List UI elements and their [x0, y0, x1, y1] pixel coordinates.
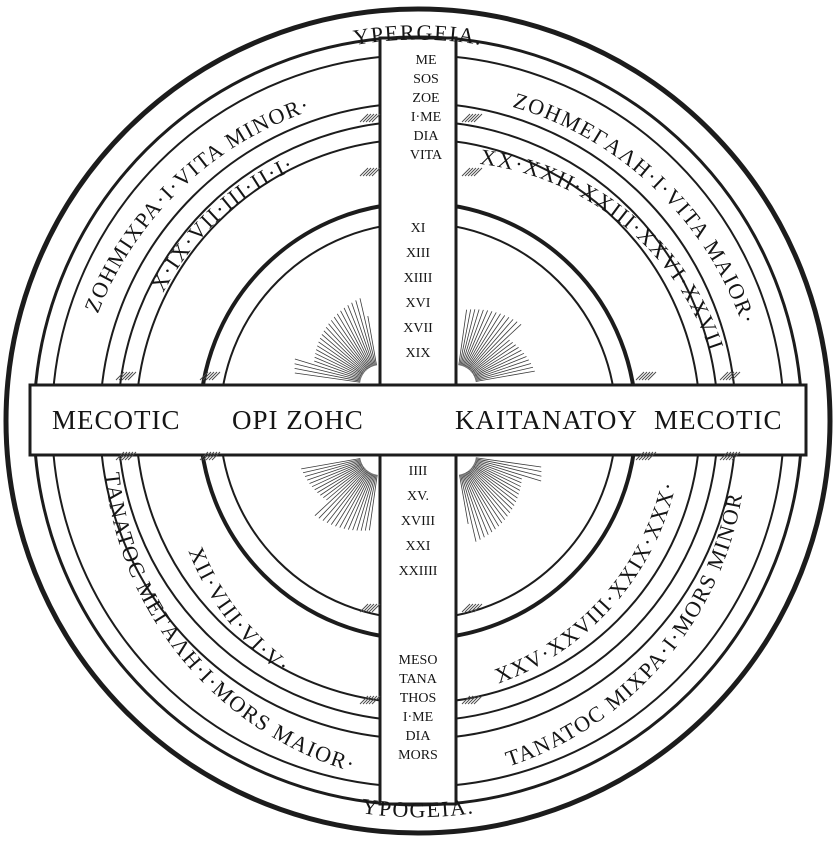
sun-ray [315, 353, 362, 376]
bottom-column-line: MESO [399, 653, 438, 668]
bottom-column-line: MORS [398, 748, 438, 763]
top-column-line: ZOE [412, 91, 439, 106]
upper-number: XIX [406, 346, 431, 361]
sun-ray [301, 458, 360, 468]
bottom-column-line: I·ME [403, 710, 433, 725]
sun-ray [475, 462, 522, 479]
upper-number: XVII [403, 321, 433, 336]
left-label: MECOTIC [52, 405, 181, 435]
cross-center [382, 387, 454, 453]
center-right-label: KAITANATOY [455, 405, 638, 435]
bottom-column-line: TANA [399, 672, 438, 687]
sun-ray [314, 361, 361, 378]
center-left-label: OPI ZOHC [232, 405, 364, 435]
top-column-line: I·ME [411, 110, 441, 125]
sun-ray [315, 469, 365, 516]
upper-number: XI [411, 221, 426, 236]
top-column-line: DIA [414, 129, 440, 144]
right-label: MECOTIC [654, 405, 783, 435]
sun-ray [474, 464, 521, 487]
sun-ray [476, 371, 535, 381]
lower-number: XV. [407, 489, 429, 504]
quadrant-top-right-outer: ZOHMEΓAΛH·I·VITA MAIOR· [511, 88, 762, 329]
lower-number: IIII [409, 464, 428, 479]
lower-number: XXIIII [399, 564, 438, 579]
top-column-line: SOS [413, 72, 439, 87]
bottom-column-line: THOS [400, 691, 437, 706]
upper-number: XVI [406, 296, 431, 311]
sun-ray [471, 324, 521, 371]
top-column-line: VITA [410, 148, 443, 163]
upper-number: XIII [406, 246, 430, 261]
bottom-column-line: DIA [406, 729, 432, 744]
lower-number: XXI [406, 539, 431, 554]
bottom-label: YPOGEIA. [361, 793, 476, 822]
quadrant-bottom-right-outer: TANATOC MIXPA·I·MORS MINOR [502, 490, 747, 771]
lower-number: XVIII [401, 514, 436, 529]
top-column-line: ME [416, 53, 437, 68]
upper-number: XIIII [404, 271, 433, 286]
